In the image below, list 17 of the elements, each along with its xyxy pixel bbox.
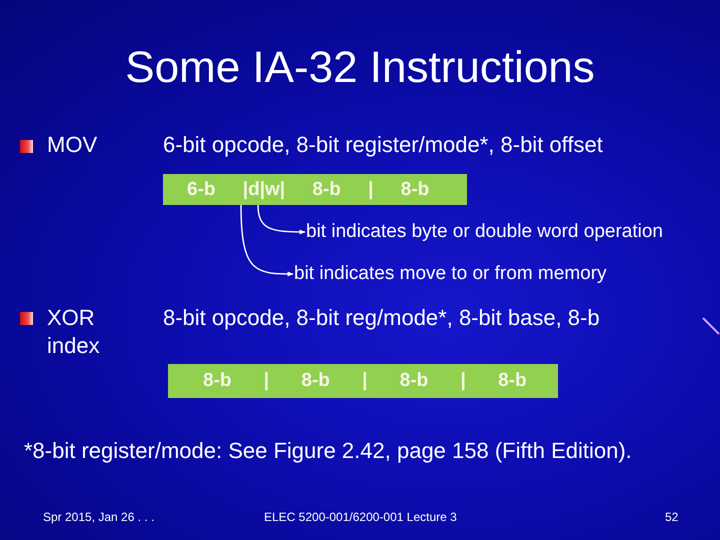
bullet-text: 6-bit opcode, 8-bit register/mode*, 8-bit offset [163,132,603,158]
instruction-format-bar [168,364,558,398]
bullet-text: 8-bit opcode, 8-bit reg/mode*, 8-bit base, 8-b [163,305,600,331]
footer-date: Spr 2015, Jan 26 . . . [43,509,154,525]
annotation-text: bit indicates byte or double word operation [306,221,664,243]
footer-course: ELEC 5200-001/6200-001 Lecture 3 [264,509,457,525]
footnote: *8-bit register/mode: See Figure 2.42, page 158 (Fifth Edition). [24,438,632,464]
bit-field-labels: 8-b | 8-b | 8-b | 8-b [203,370,527,392]
instruction-format-bar [163,174,467,205]
leader-arrow [240,204,294,276]
leader-arrow [257,204,306,234]
page-number: 52 [665,509,678,525]
slide-title: Some IA-32 Instructions [124,42,596,94]
annotation-text: bit indicates move to or from memory [294,263,607,285]
bit-field-labels: 6-b |d|w| 8-b | 8-b [187,178,430,200]
bullet-term: XOR index [47,304,101,360]
bullet-term: MOV [47,132,98,158]
